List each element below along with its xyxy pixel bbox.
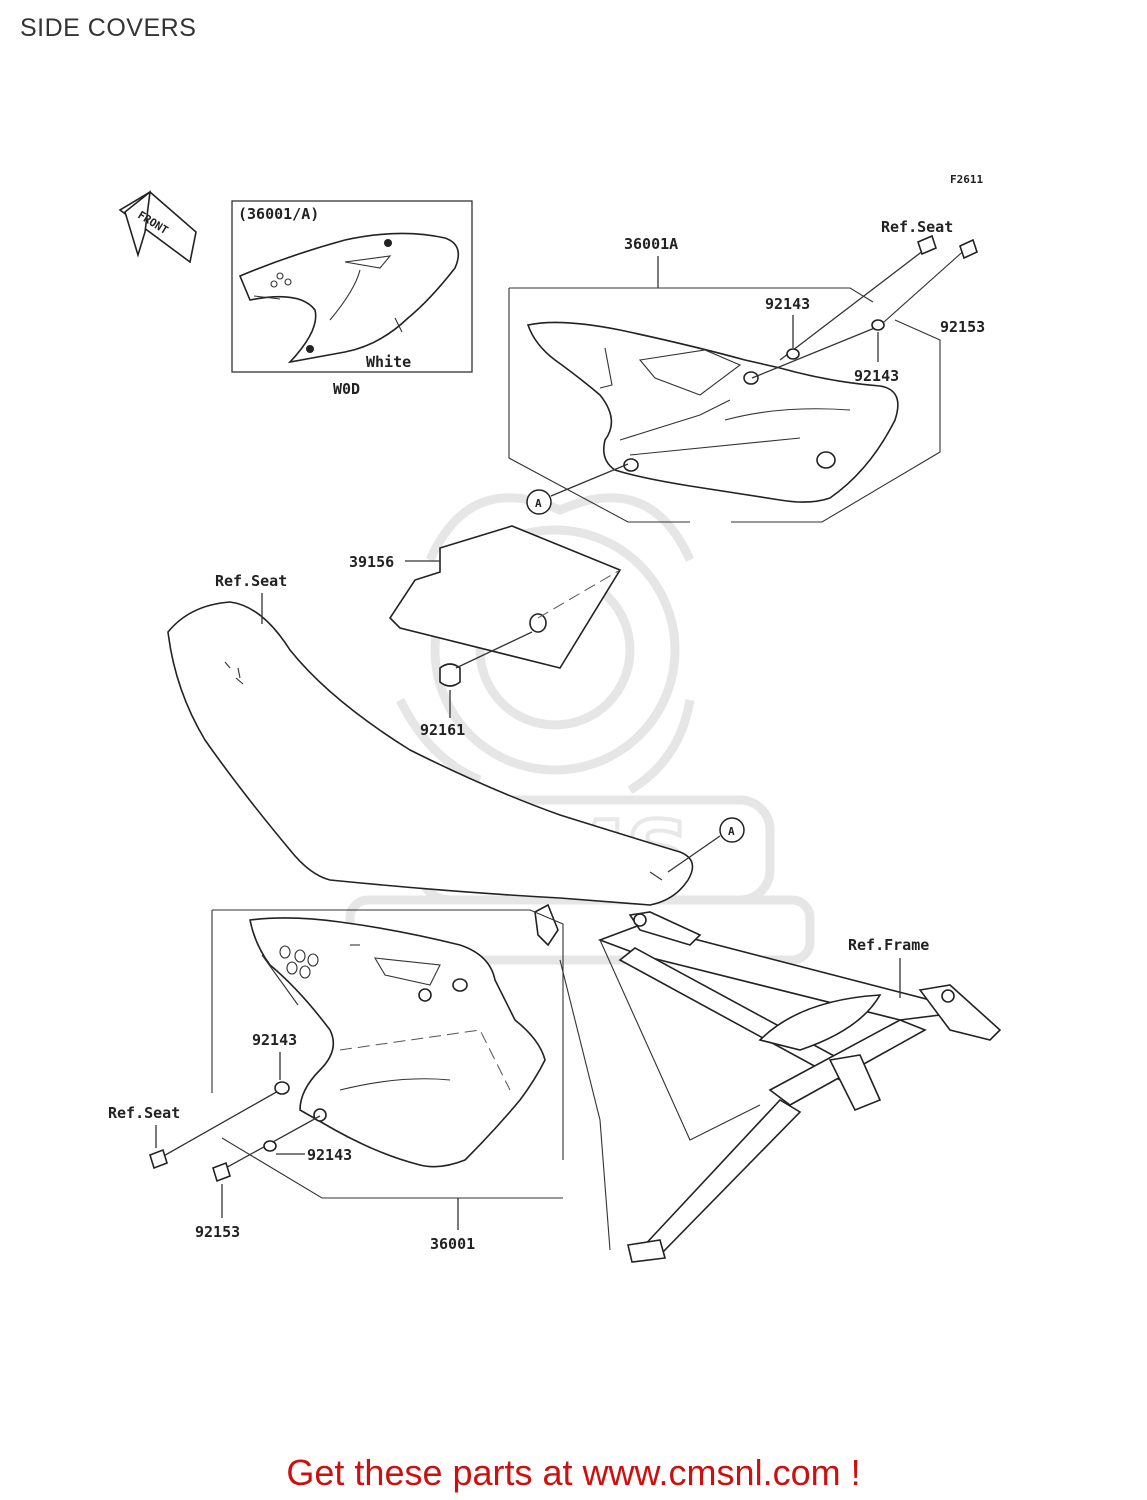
parts-diagram: CMS F2611 FRONT (36001/A) White W0D 36	[108, 173, 1002, 1263]
label-cover-left: 36001	[430, 1235, 475, 1253]
inset-part-ref: (36001/A)	[238, 205, 319, 223]
label-collar-top-1: 92143	[765, 295, 810, 313]
label-ref-frame: Ref.Frame	[848, 936, 929, 954]
page-title: SIDE COVERS	[20, 14, 197, 42]
seat-reference	[167, 601, 694, 906]
svg-text:A: A	[535, 497, 542, 510]
label-bolt-left: 92153	[195, 1223, 240, 1241]
label-ref-seat-left: Ref.Seat	[108, 1104, 180, 1122]
label-collar-left-1: 92143	[252, 1031, 297, 1049]
label-collar-left-2: 92143	[307, 1146, 352, 1164]
label-bolt-top: 92153	[940, 318, 985, 336]
hardware-left	[149, 1081, 321, 1183]
inset-color-code: W0D	[333, 380, 360, 398]
marker-a-mid: A	[667, 817, 745, 873]
side-cover-right	[508, 287, 941, 523]
marker-a-top: A	[526, 463, 629, 515]
damper	[439, 631, 533, 687]
frame-reference	[534, 903, 1002, 1263]
footer-promo-link[interactable]: Get these parts at www.cmsnl.com !	[286, 1452, 861, 1493]
label-cover-right: 36001A	[624, 235, 678, 253]
front-arrow-icon: FRONT	[118, 190, 197, 264]
label-ref-seat-top: Ref.Seat	[881, 218, 953, 236]
label-collar-top-2: 92143	[854, 367, 899, 385]
svg-text:A: A	[728, 825, 735, 838]
label-sponge: 39156	[349, 553, 394, 571]
hardware-top	[751, 234, 978, 379]
figure-code: F2611	[950, 173, 983, 186]
sponge-pad	[388, 525, 622, 669]
side-cover-left	[211, 909, 564, 1199]
label-ref-seat-mid: Ref.Seat	[215, 572, 287, 590]
label-damper: 92161	[420, 721, 465, 739]
inset-color-label: White	[366, 353, 411, 371]
inset-cover-detail: (36001/A) White W0D	[231, 200, 473, 398]
